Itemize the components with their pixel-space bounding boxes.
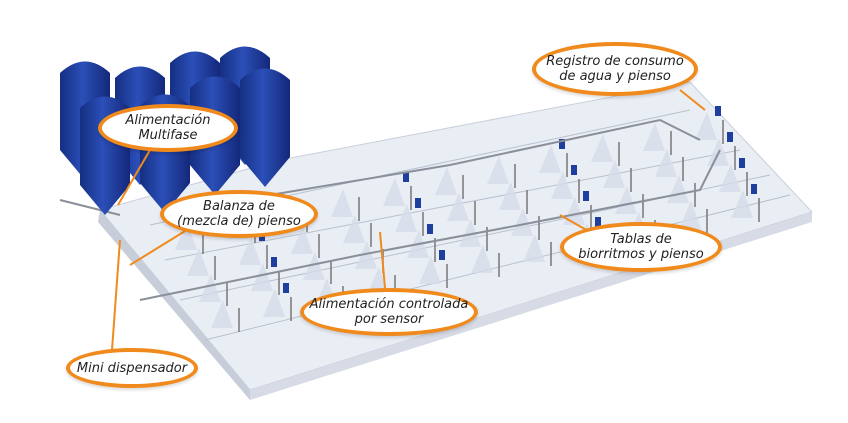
callout-text: Registro de consumo	[546, 54, 684, 69]
pen-partition	[435, 167, 457, 195]
sensor-panel	[583, 191, 589, 201]
pen-partition	[499, 182, 521, 210]
sensor-panel	[727, 132, 733, 142]
pen-partition	[731, 190, 753, 218]
pen-partition	[459, 219, 481, 247]
pen-partition	[211, 300, 233, 328]
pen-partition	[471, 245, 493, 273]
pen-partition	[239, 237, 261, 265]
sensor-panel	[439, 250, 445, 260]
pen-partition	[199, 274, 221, 302]
sensor-panel	[403, 172, 409, 182]
pen-partition	[175, 222, 197, 250]
callout-text: por sensor	[354, 312, 424, 327]
barn-front-wall	[98, 210, 250, 400]
sensor-panel	[751, 184, 757, 194]
sensor-panel	[271, 257, 277, 267]
pen-partition	[263, 289, 285, 317]
sensor-panel	[415, 198, 421, 208]
sensor-panel	[739, 158, 745, 168]
pen-partition	[563, 197, 585, 225]
callout-text: Alimentación controlada	[309, 297, 469, 312]
pen-partition	[383, 178, 405, 206]
sensor-panel	[283, 283, 289, 293]
pen-partition	[551, 171, 573, 199]
pen-partition	[695, 112, 717, 140]
callout-text: Mini dispensador	[76, 360, 188, 376]
pen-partition	[679, 201, 701, 229]
pen-partition	[523, 234, 545, 262]
pen-partition	[643, 123, 665, 151]
sensor-panel	[427, 224, 433, 234]
pen-partition	[355, 241, 377, 269]
callout-mini: Mini dispensador	[66, 348, 198, 388]
pen-partition	[615, 186, 637, 214]
feed-pipes	[59, 118, 721, 301]
pen-partition	[291, 226, 313, 254]
callout-text: (mezcla de) pienso	[177, 214, 301, 229]
pen-partition	[187, 248, 209, 276]
callout-text: Tablas de	[610, 232, 672, 247]
sensor-panel	[571, 165, 577, 175]
pen-partition	[395, 204, 417, 232]
pen-partition	[419, 256, 441, 284]
callout-text: biorritmos y pienso	[578, 247, 704, 262]
sensor-panel	[559, 139, 565, 149]
callout-balanza: Balanza de(mezcla de) pienso	[160, 190, 318, 238]
pen-partition	[447, 193, 469, 221]
pen-partition	[603, 160, 625, 188]
pen-partition	[487, 156, 509, 184]
callout-text: Alimentación	[125, 113, 211, 128]
pen-partition	[331, 189, 353, 217]
silo-body	[240, 68, 290, 187]
silo	[240, 68, 290, 187]
sensor-panel	[715, 106, 721, 116]
pen-partition	[303, 252, 325, 280]
pen-partition	[719, 164, 741, 192]
pen-partition	[539, 145, 561, 173]
pen-partition	[511, 208, 533, 236]
sensor-panel	[595, 217, 601, 227]
pen-partition	[655, 149, 677, 177]
pen-partition	[343, 215, 365, 243]
pen-partition	[591, 134, 613, 162]
callout-text: Multifase	[138, 128, 198, 143]
leader-lines	[111, 89, 706, 351]
pen-partition	[251, 263, 273, 291]
callout-text: Balanza de	[203, 199, 275, 214]
callout-text: de agua y pienso	[559, 69, 671, 84]
